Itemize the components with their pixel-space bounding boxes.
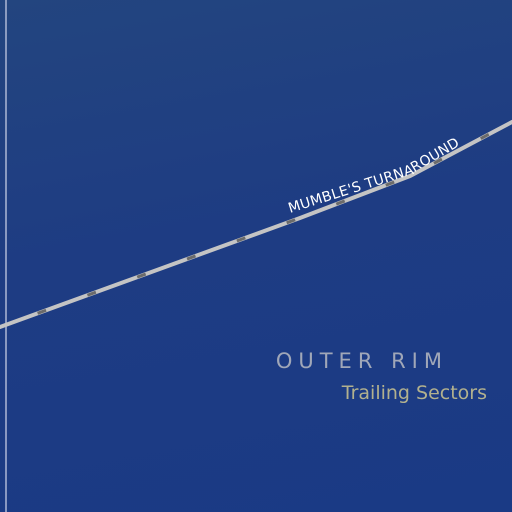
region-subtitle: Trailing Sectors [341,382,487,404]
route-label: MUMBLE'S TURNAROUND [286,135,462,217]
route-label-text: MUMBLE'S TURNAROUND [286,135,462,217]
region-name: OUTER RIM [275,349,448,373]
hyperspace-route[interactable]: MUMBLE'S TURNAROUND [0,120,512,329]
route-line [0,120,512,329]
